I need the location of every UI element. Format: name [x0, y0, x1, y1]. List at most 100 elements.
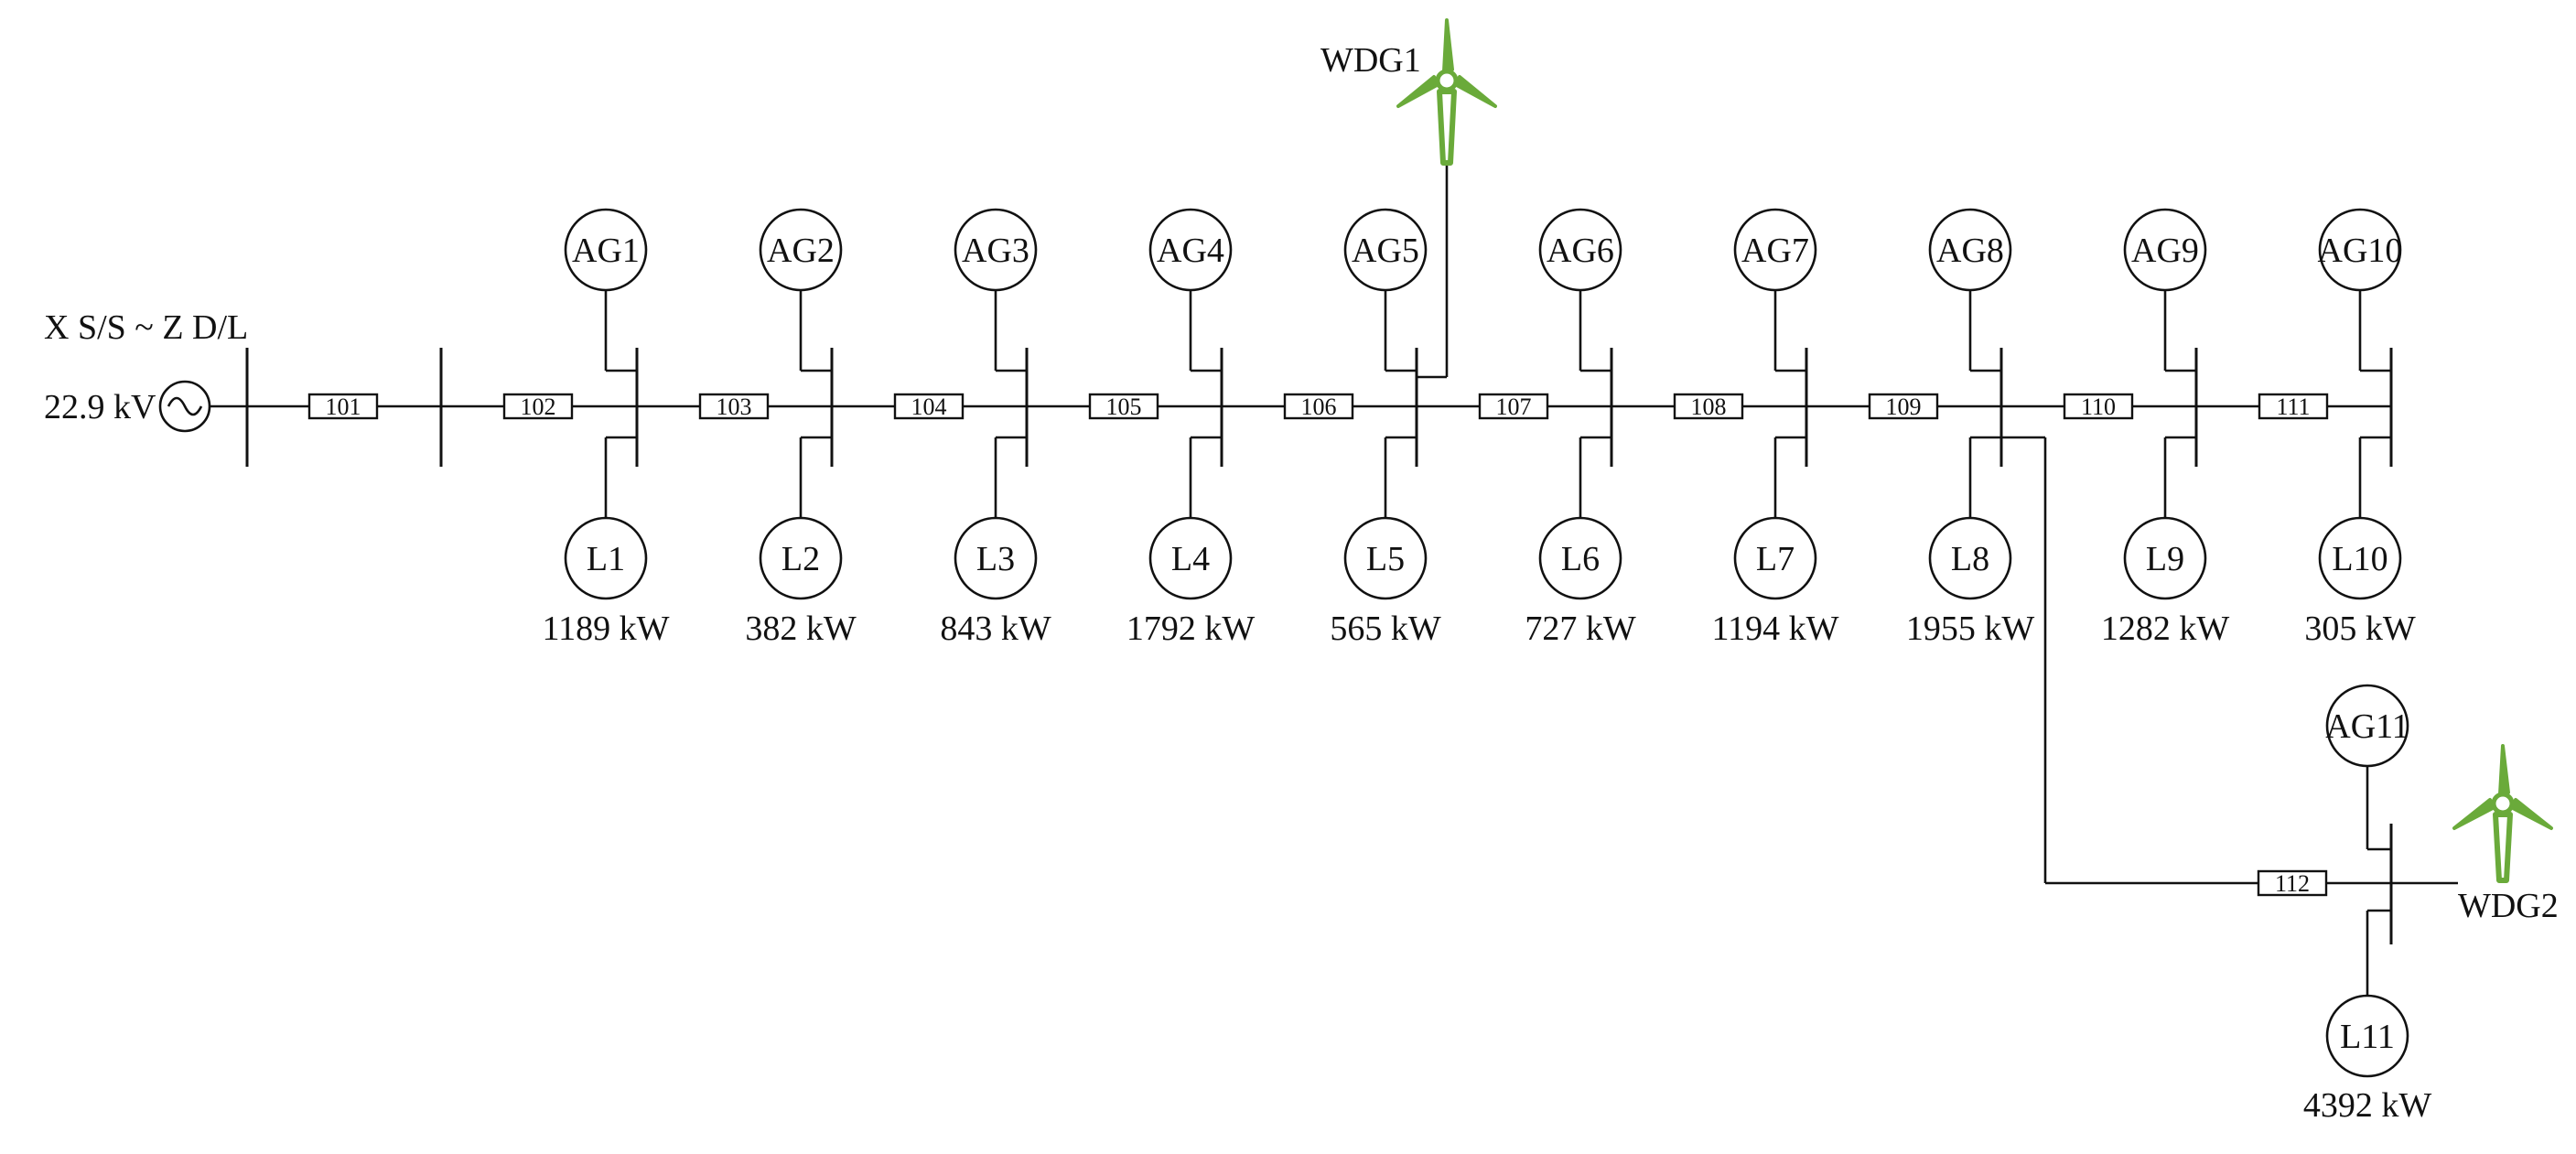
- breaker-label: 103: [717, 394, 752, 420]
- load-label: L2: [781, 540, 820, 578]
- aggregator-ag9: [2123, 208, 2207, 292]
- aggregator-ag11: [2325, 684, 2409, 768]
- aggregator-label: AG11: [2325, 707, 2409, 746]
- wind-turbine-tower: [1437, 89, 1457, 166]
- load-label: L9: [2146, 540, 2184, 578]
- wind-turbine-blade: [2509, 798, 2553, 830]
- breaker-label: 111: [2276, 394, 2310, 420]
- ac-source-icon: [158, 380, 211, 433]
- load-kw: 843 kW: [940, 609, 1051, 648]
- breaker-107: [1478, 393, 1549, 420]
- aggregator-label: AG3: [962, 232, 1029, 270]
- load-kw: 1955 kW: [1906, 609, 2035, 648]
- load-l5: [1343, 516, 1428, 600]
- node-9: AG9 L9 1282 kW 111: [2101, 208, 2329, 648]
- aggregator-ag7: [1733, 208, 1817, 292]
- load-kw: 382 kW: [745, 609, 857, 648]
- wdg2-label: WDG2: [2458, 887, 2559, 925]
- load-kw: 1194 kW: [1712, 609, 1839, 648]
- aggregator-ag3: [954, 208, 1038, 292]
- breaker-label: 105: [1106, 394, 1142, 420]
- wind-turbine-hub: [1435, 69, 1459, 92]
- feeder-breaker-102: 102: [502, 393, 574, 420]
- load-label: L8: [1951, 540, 1989, 578]
- node-10: AG10 L10 305 kW: [2304, 208, 2416, 648]
- breaker-label: 108: [1691, 394, 1727, 420]
- aggregator-label: AG4: [1157, 232, 1224, 270]
- node-6: AG6 L6 727 kW 108: [1525, 208, 1744, 648]
- load-kw: 4392 kW: [2303, 1086, 2432, 1125]
- breaker-112: [2257, 869, 2328, 897]
- feeder-breaker-101: 101: [307, 393, 379, 420]
- aggregator-ag4: [1148, 208, 1233, 292]
- load-label: L5: [1366, 540, 1405, 578]
- node-8: AG8 L8 1955 kW 110: [1906, 208, 2134, 648]
- aggregator-ag10: [2318, 208, 2402, 292]
- breaker-105: [1088, 393, 1159, 420]
- source-label: X S/S ~ Z D/L: [44, 308, 248, 347]
- load-label: L7: [1756, 540, 1795, 578]
- aggregator-label: AG8: [1936, 232, 2004, 270]
- aggregator-label: AG7: [1741, 232, 1809, 270]
- wind-turbine-tower: [2493, 812, 2513, 883]
- aggregator-ag5: [1343, 208, 1428, 292]
- wind-turbine-icon: [2452, 744, 2553, 883]
- load-l3: [954, 516, 1038, 600]
- source-voltage: 22.9 kV: [44, 388, 156, 426]
- node-7: AG7 L7 1194 kW 109: [1712, 208, 1939, 648]
- breaker-label: 110: [2081, 394, 2116, 420]
- breaker-label: 104: [911, 394, 947, 420]
- breaker-108: [1673, 393, 1744, 420]
- node-1: AG1 L1 1189 kW 103: [543, 208, 770, 648]
- load-l6: [1538, 516, 1622, 600]
- breaker-label: 102: [521, 394, 556, 420]
- node-5: AG5 L5 565 kW 107: [1330, 165, 1549, 648]
- load-kw: 1189 kW: [543, 609, 670, 648]
- load-label: L4: [1171, 540, 1210, 578]
- wind-turbine-blade: [1396, 75, 1440, 108]
- breaker-label: 109: [1886, 394, 1922, 420]
- aggregator-label: AG5: [1352, 232, 1419, 270]
- aggregator-label: AG10: [2318, 232, 2403, 270]
- wind-turbine-blade: [2498, 744, 2510, 796]
- wind-turbine-blade: [1442, 18, 1454, 73]
- node-3: AG3 L3 843 kW 105: [940, 208, 1159, 648]
- load-kw: 727 kW: [1525, 609, 1636, 648]
- breaker-109: [1868, 393, 1939, 420]
- load-l2: [759, 516, 843, 600]
- load-l10: [2318, 516, 2402, 600]
- aggregator-ag2: [759, 208, 843, 292]
- load-label: L1: [587, 540, 625, 578]
- load-label: L3: [976, 540, 1015, 578]
- source: X S/S ~ Z D/L 22.9 kV: [44, 308, 248, 433]
- breaker-label: 112: [2275, 870, 2310, 897]
- node-2: AG2 L2 382 kW 104: [745, 208, 965, 648]
- load-l1: [564, 516, 648, 600]
- node-11: AG11 L11 4392 kW 112: [2257, 684, 2458, 1125]
- aggregator-ag8: [1928, 208, 2012, 292]
- breaker-106: [1283, 393, 1354, 420]
- aggregator-label: AG6: [1547, 232, 1614, 270]
- aggregator-label: AG9: [2131, 232, 2199, 270]
- load-kw: 1792 kW: [1126, 609, 1256, 648]
- load-label: L6: [1561, 540, 1600, 578]
- wind-turbine-blade: [1453, 75, 1497, 108]
- wind-turbine-icon: [1396, 18, 1497, 166]
- aggregator-label: AG1: [572, 232, 640, 270]
- breaker-110: [2063, 393, 2134, 420]
- load-label: L10: [2332, 540, 2387, 578]
- load-kw: 565 kW: [1330, 609, 1441, 648]
- load-l11: [2325, 994, 2409, 1078]
- breaker-103: [698, 393, 770, 420]
- aggregator-label: AG2: [767, 232, 835, 270]
- load-kw: 305 kW: [2304, 609, 2416, 648]
- load-l4: [1148, 516, 1233, 600]
- load-kw: 1282 kW: [2101, 609, 2230, 648]
- wind-turbine-blade: [2452, 798, 2496, 830]
- breaker-104: [893, 393, 965, 420]
- aggregator-ag6: [1538, 208, 1622, 292]
- breaker-label: 107: [1496, 394, 1532, 420]
- load-l9: [2123, 516, 2207, 600]
- load-l7: [1733, 516, 1817, 600]
